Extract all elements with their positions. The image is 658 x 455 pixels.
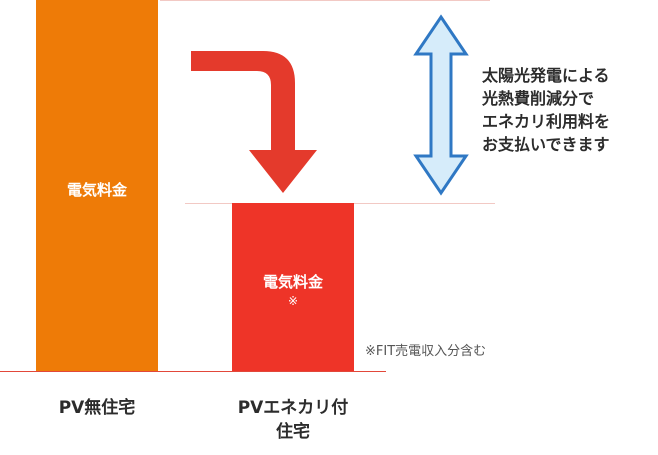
category-label-pv-none: PV無住宅 [58,398,136,418]
baseline [0,371,386,372]
description-line-4: お支払いできます [482,135,610,154]
bar-pv-none-label: 電気料金 [66,181,127,199]
description-text: 太陽光発電による 光熱費削減分で エネカリ利用料を お支払いできます [482,64,652,156]
description-line-1: 太陽光発電による [482,66,610,85]
category-label-pv-enekari-line-2: 住宅 [276,422,310,442]
category-label-pv-enekari: PVエネカリ付 住宅 [212,396,374,444]
description-line-2: 光熱費削減分で [482,89,595,108]
bar-pv-enekari: 電気料金 ※ [232,203,354,371]
bar-pv-enekari-label: 電気料金 [262,273,323,291]
footnote: ※FIT売電収入分含む [365,344,487,359]
bar-pv-enekari-note: ※ [287,294,299,308]
bar-pv-none: 電気料金 [36,0,158,371]
description-line-3: エネカリ利用料を [482,112,611,131]
category-label-pv-enekari-line-1: PVエネカリ付 [237,398,349,418]
top-reference-line [160,0,490,1]
curved-down-arrow-icon [191,51,317,193]
vertical-double-arrow-icon [413,14,469,196]
